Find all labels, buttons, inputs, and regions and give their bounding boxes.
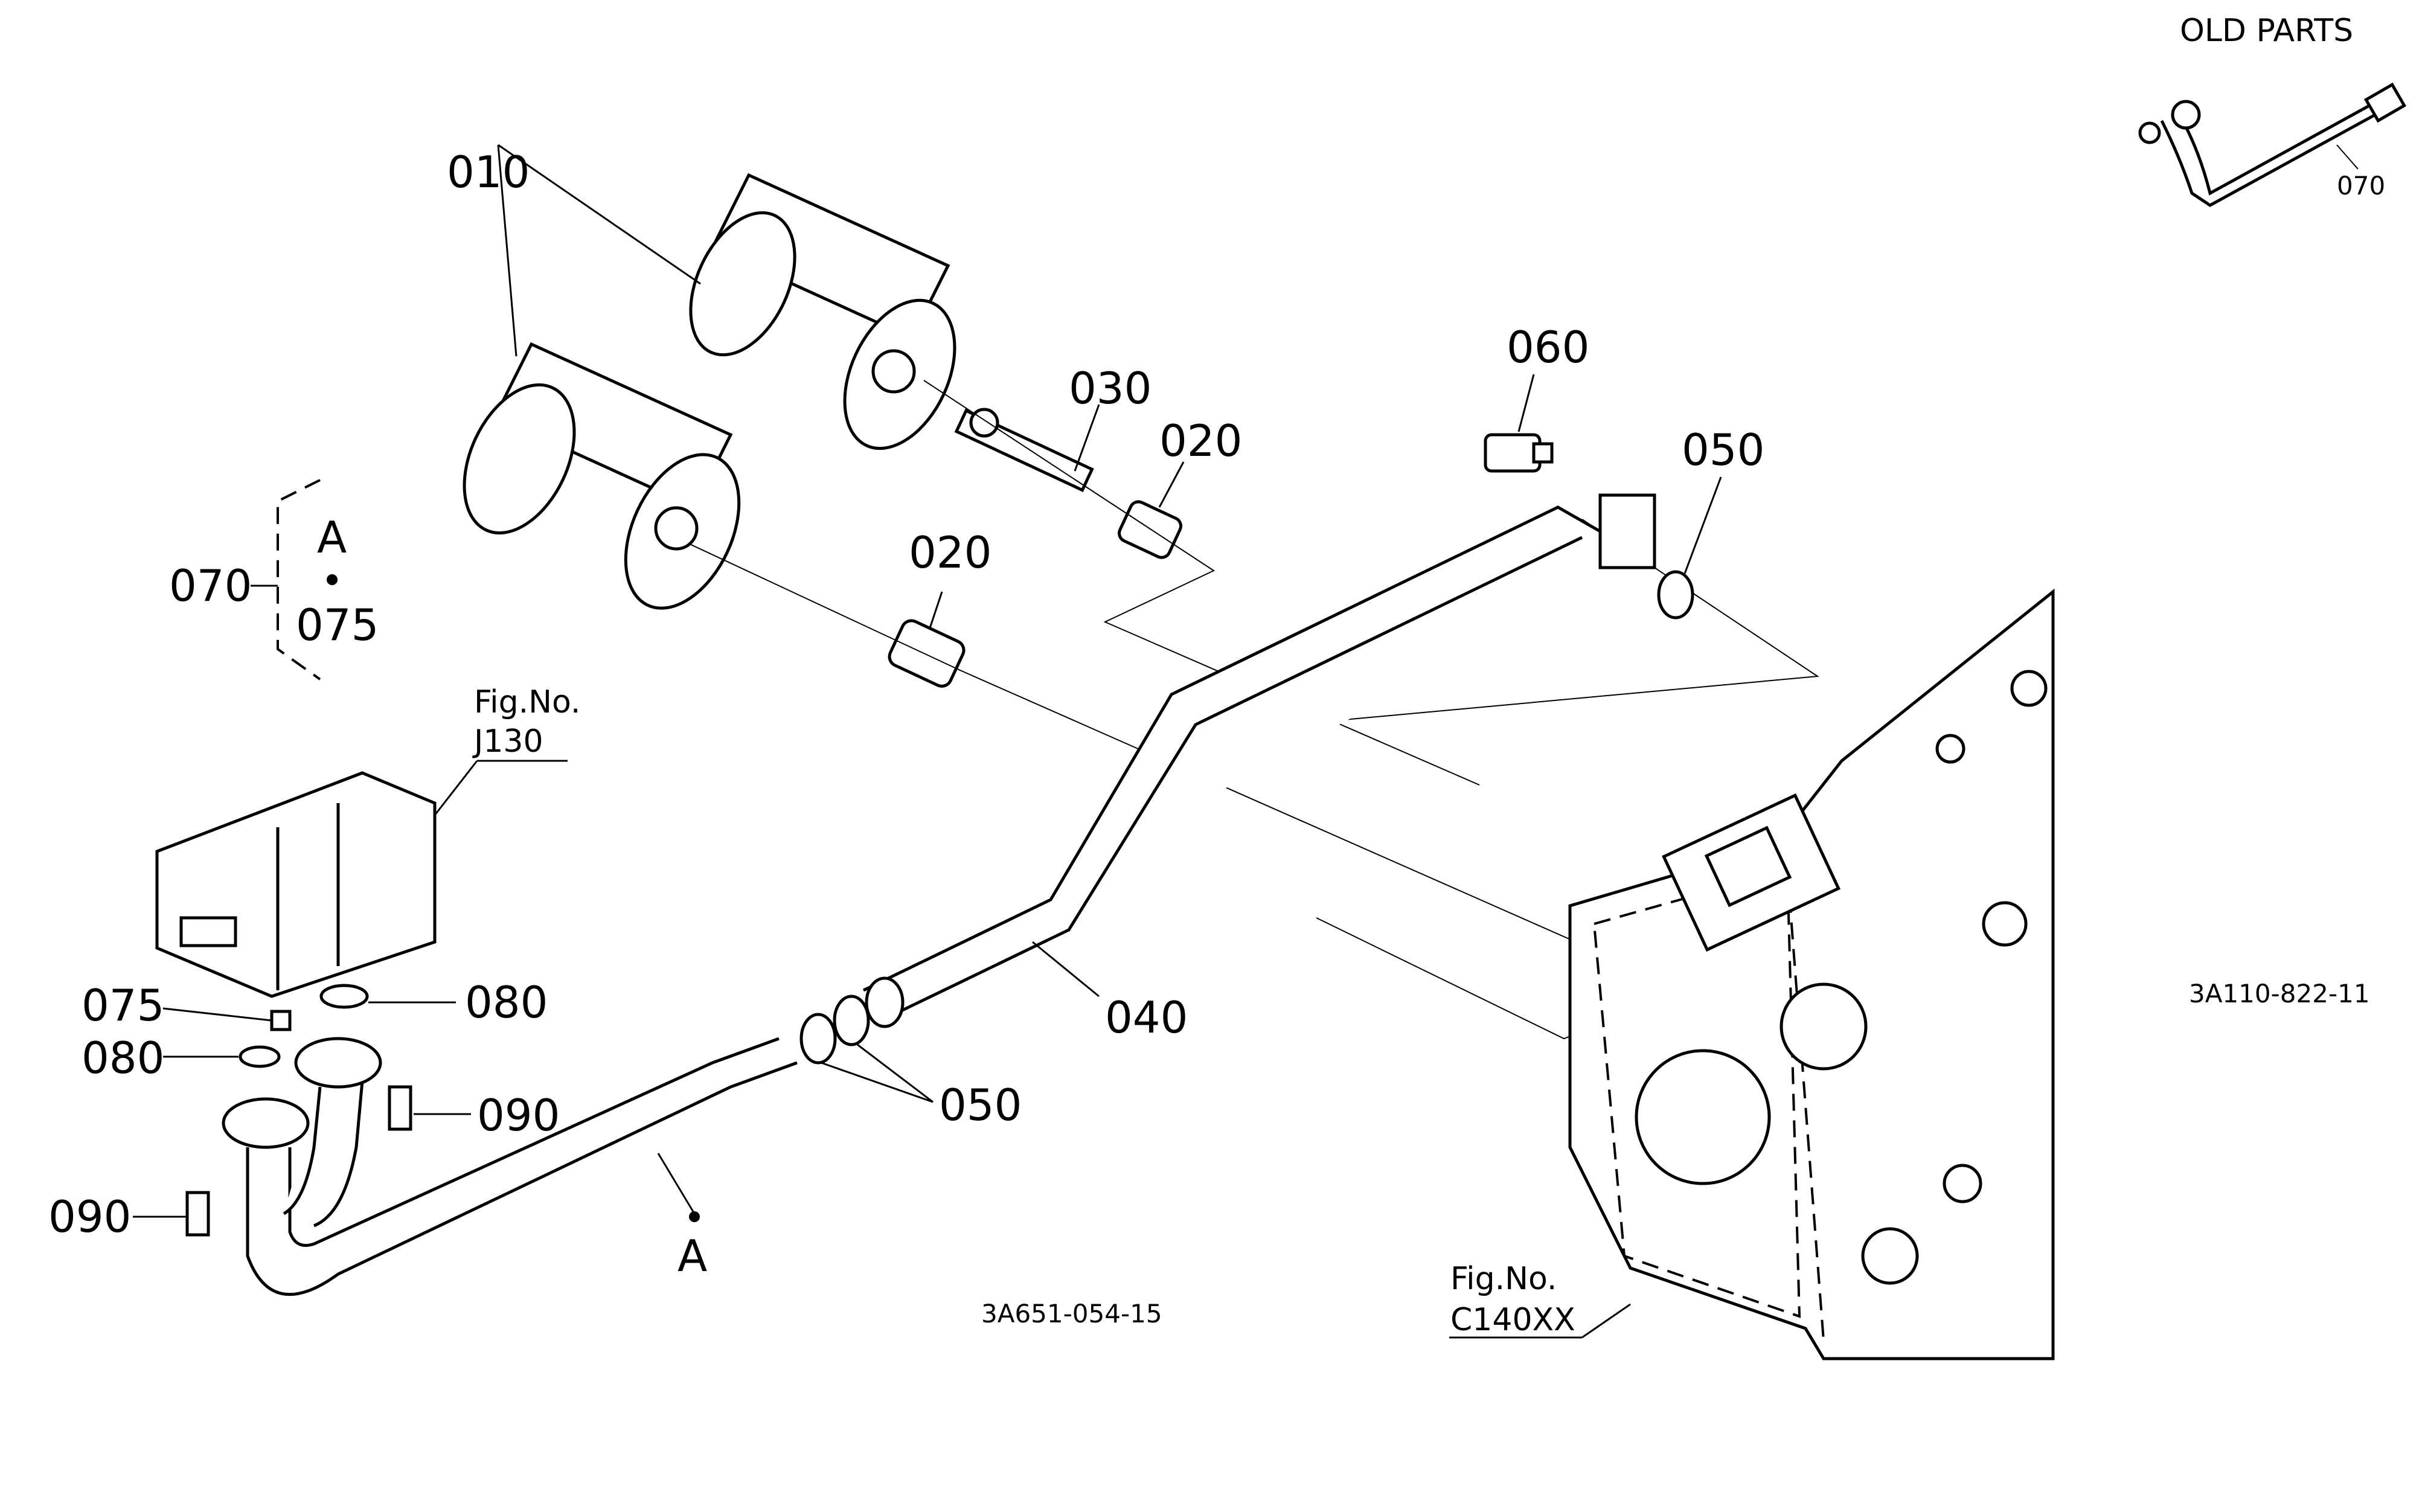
old-pipe-drawing bbox=[2138, 82, 2407, 207]
bolt-060 bbox=[1484, 433, 1554, 473]
callout-040: 040 bbox=[1105, 992, 1188, 1043]
callout-030: 030 bbox=[1069, 363, 1152, 414]
pump-fig-number: J130 bbox=[472, 723, 543, 760]
old-parts-title: OLD PARTS bbox=[2180, 13, 2353, 49]
callout-070: 070 bbox=[169, 560, 252, 611]
hydraulic-pump bbox=[155, 771, 437, 998]
o-ring-080-right bbox=[319, 984, 369, 1009]
drawing-code: 3A651-054-15 bbox=[981, 1299, 1162, 1328]
bolt-090-left bbox=[185, 1191, 210, 1237]
old-parts-code: 3A110-822-11 bbox=[2189, 979, 2370, 1008]
suction-pipe-A bbox=[222, 1037, 798, 1296]
callout-090-right: 090 bbox=[477, 1090, 560, 1141]
callout-A-top: A bbox=[317, 512, 347, 563]
case-fig-label: Fig.No. bbox=[1450, 1261, 1557, 1297]
bolt-090-right bbox=[388, 1085, 412, 1131]
adapter-020-upper bbox=[1118, 500, 1183, 559]
o-ring-050-lower-b bbox=[833, 995, 870, 1046]
o-ring-050-lower-a bbox=[799, 1013, 837, 1065]
callout-075: 075 bbox=[82, 980, 164, 1031]
callout-080-right: 080 bbox=[465, 977, 548, 1028]
oil-filter-upper bbox=[689, 173, 956, 450]
old-parts-label: 070 bbox=[2337, 171, 2385, 200]
o-ring-080-left bbox=[239, 1045, 281, 1068]
oil-filter-lower bbox=[463, 342, 741, 610]
adapter-020-lower bbox=[888, 619, 966, 688]
pump-fig-label: Fig.No. bbox=[474, 684, 580, 720]
o-ring-050-upper bbox=[1657, 570, 1694, 620]
case-fig-number: C140XX bbox=[1450, 1302, 1575, 1338]
callout-080-left: 080 bbox=[82, 1033, 164, 1083]
callout-050-lower: 050 bbox=[939, 1080, 1022, 1130]
callout-075-group: 075 bbox=[296, 600, 379, 650]
delivery-pipe-040 bbox=[862, 493, 1656, 1028]
plug-075 bbox=[270, 1010, 292, 1031]
transmission-case bbox=[1568, 588, 2055, 1360]
callout-060: 060 bbox=[1507, 322, 1589, 373]
filter-nipple-030 bbox=[954, 408, 1094, 492]
callout-020-lower: 020 bbox=[909, 527, 991, 578]
dot-a bbox=[689, 1211, 700, 1222]
group-bracket bbox=[277, 479, 321, 681]
callout-020-upper: 020 bbox=[1159, 415, 1242, 466]
callout-A-bottom: A bbox=[678, 1231, 707, 1281]
dot-group bbox=[327, 574, 338, 585]
callout-010: 010 bbox=[447, 147, 530, 197]
callout-050-upper: 050 bbox=[1682, 424, 1764, 475]
callout-090-left: 090 bbox=[48, 1191, 131, 1242]
